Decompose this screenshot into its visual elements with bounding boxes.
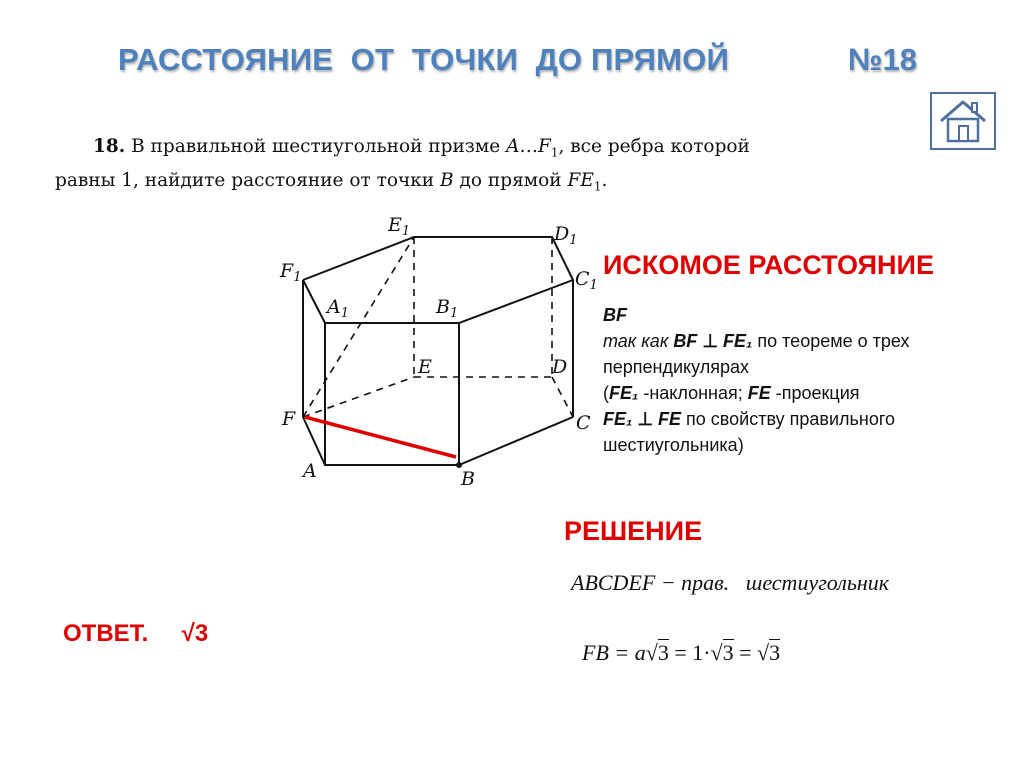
problem-text-1: В правильной шестиугольной призме (125, 136, 507, 157)
problem-number: 18. (93, 136, 126, 157)
answer-line: ОТВЕТ. √3 (63, 620, 208, 648)
label-e: E (417, 356, 432, 378)
problem-number-badge: №18 (848, 42, 918, 77)
fe1-term-2: FE₁ (603, 409, 633, 429)
formula-fb-rad2: 3 (722, 639, 734, 665)
point-b-dot (456, 462, 462, 468)
because-prefix: так как (603, 331, 674, 351)
label-a: A (301, 460, 317, 482)
home-button[interactable] (930, 92, 996, 150)
label-c1: C1 (575, 268, 598, 293)
label-d1: D1 (553, 223, 578, 248)
problem-statement: 18. В правильной шестиугольной призме A…… (55, 133, 835, 200)
answer-label: ОТВЕТ. (63, 620, 149, 647)
explanation-block: BF так как BF ⊥ FE₁ по теореме о трех пе… (603, 302, 1013, 458)
line-sub: 1 (593, 179, 602, 194)
home-icon (940, 100, 986, 143)
answer-value: √3 (181, 620, 209, 647)
formula-hexagon: ABCDEF − прав. шестиугольник (571, 570, 890, 595)
label-e1: E1 (387, 214, 410, 239)
problem-text-1b: , все ребра которой (558, 136, 750, 157)
solution-heading: РЕШЕНИЕ (564, 516, 703, 546)
prism-sub: 1 (550, 145, 559, 160)
inclined-term: FE₁ (609, 383, 639, 403)
problem-text-2b: до прямой (453, 169, 568, 191)
label-d: D (551, 356, 567, 378)
explain-line-2: перпендикулярах (603, 357, 749, 377)
problem-text-2c: . (601, 169, 608, 191)
formula-fb-mid: = 1· (668, 640, 711, 665)
label-a1: A1 (325, 296, 349, 321)
formula-fb-eq: = (733, 640, 758, 665)
formula-fb-rad3: 3 (769, 639, 781, 665)
paren-open: ( (603, 383, 609, 403)
hexagonal-prism-figure: E1 D1 F1 C1 A1 B1 E D F C A B (279, 214, 598, 490)
label-b: B (460, 468, 475, 490)
formula-fb-lhs: FB = a (582, 640, 646, 665)
fe-term-2: FE (658, 409, 682, 429)
projection-term: FE (747, 383, 771, 403)
answer-segment: BF (603, 305, 627, 325)
fe1-term: FE₁ (723, 331, 753, 351)
label-f1: F1 (279, 260, 301, 285)
problem-text-2: равны 1, найдите расстояние от точки (55, 169, 440, 191)
prism-visible-edges (302, 236, 575, 466)
slide-title: РАССТОЯНИЕ ОТ ТОЧКИ ДО ПРЯМОЙ (118, 42, 729, 77)
bf-segment (304, 415, 457, 459)
line-name: FE (567, 169, 594, 191)
prism-name: A…F (506, 136, 551, 157)
explain-line-5: шестиугольника) (603, 435, 744, 455)
sought-distance-heading: ИСКОМОЕ РАССТОЯНИЕ (603, 250, 934, 280)
property-text: по свойству правильного (681, 409, 896, 429)
bf-term: BF (673, 331, 698, 351)
perp-symbol-2: ⊥ (632, 409, 659, 429)
label-f: F (281, 408, 296, 430)
prism-hidden-edges (302, 236, 574, 418)
projection-text: -проекция (770, 383, 860, 403)
because-suffix: по теореме о трех (752, 331, 910, 351)
formula-fb: FB = a√3 = 1·√3 = √3 (582, 639, 781, 665)
label-b1: B1 (435, 296, 458, 321)
inclined-text: -наклонная; (638, 383, 748, 403)
point-name: B (440, 169, 454, 191)
perp-symbol: ⊥ (702, 331, 719, 351)
formula-fb-rad1: 3 (657, 639, 669, 665)
label-c: C (576, 412, 591, 434)
